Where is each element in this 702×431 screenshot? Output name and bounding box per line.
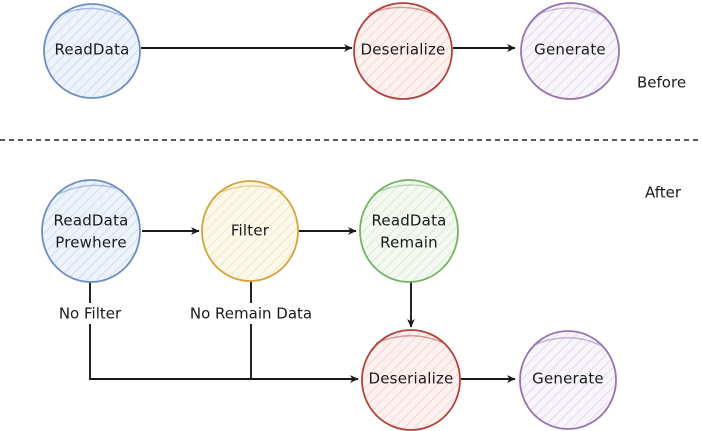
node-read-data-prewhere-sketch-overstroke <box>55 184 125 196</box>
node-deserialize-after[interactable]: Deserialize <box>361 329 461 431</box>
node-generate-after-shape[interactable] <box>519 330 617 430</box>
edge-prewhere-to-deserialize: No Filter <box>59 281 359 383</box>
section-label-before: Before <box>637 74 686 92</box>
node-generate-before-shape[interactable] <box>520 2 620 100</box>
edge-label-no-filter: No Filter <box>59 305 122 323</box>
node-deserialize-after-shape[interactable] <box>361 329 461 431</box>
node-generate-before-sketch-overstroke <box>535 7 607 18</box>
node-read-data-remain-sketch-overstroke <box>372 184 444 195</box>
edge-label-no-remain-data: No Remain Data <box>190 305 312 323</box>
node-read-data-remain-shape[interactable] <box>359 179 459 283</box>
node-filter-shape[interactable] <box>201 180 299 282</box>
node-deserialize-before-shape[interactable] <box>353 2 453 100</box>
node-filter-sketch-overstroke <box>215 185 285 195</box>
before-section: ReadData Deserialize Generate Before <box>43 2 686 100</box>
node-read-data-remain[interactable]: ReadData Remain <box>359 179 459 283</box>
node-generate-after[interactable]: Generate <box>519 330 617 430</box>
after-section: No Filter No Remain Data ReadData Prewhe… <box>41 179 682 431</box>
node-deserialize-after-sketch-overstroke <box>375 335 447 345</box>
node-read-data-prewhere-label-line1: ReadData <box>53 212 128 230</box>
node-filter-label: Filter <box>231 222 270 240</box>
node-deserialize-before[interactable]: Deserialize <box>353 2 453 100</box>
section-label-after: After <box>645 184 682 202</box>
node-read-data-prewhere-label-line2: Prewhere <box>55 234 127 252</box>
node-generate-before[interactable]: Generate <box>520 2 620 100</box>
node-read-data-prewhere-shape[interactable] <box>41 179 141 283</box>
node-read-data-shape[interactable] <box>43 3 141 99</box>
node-read-data-label: ReadData <box>54 41 129 59</box>
node-deserialize-before-label: Deserialize <box>361 41 446 59</box>
node-read-data-prewhere[interactable]: ReadData Prewhere <box>41 179 141 283</box>
node-generate-after-sketch-overstroke <box>533 337 603 347</box>
node-generate-after-label: Generate <box>532 370 604 388</box>
edge-filter-to-deserialize: No Remain Data <box>190 281 312 379</box>
node-filter[interactable]: Filter <box>201 180 299 282</box>
node-deserialize-after-label: Deserialize <box>369 370 454 388</box>
node-deserialize-before-sketch-overstroke <box>367 6 439 17</box>
node-read-data[interactable]: ReadData <box>43 3 141 99</box>
node-read-data-remain-label-line1: ReadData <box>371 212 446 230</box>
node-read-data-remain-label-line2: Remain <box>380 234 438 252</box>
node-generate-before-label: Generate <box>534 41 606 59</box>
node-read-data-sketch-overstroke <box>57 7 127 19</box>
